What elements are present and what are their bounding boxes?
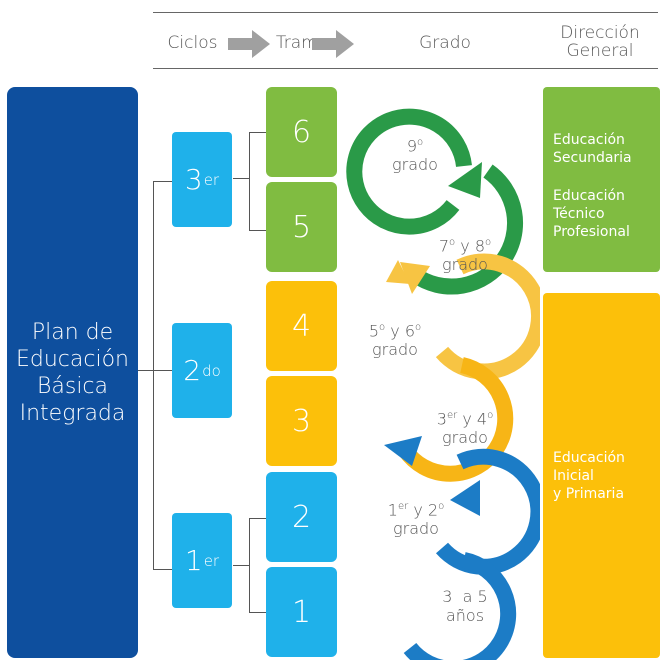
grado-78-mid: y 8 (455, 236, 485, 256)
grado-12-b: grado (393, 519, 439, 539)
connector-plan-ciclos (153, 181, 172, 570)
tecnico-line2: Técnico (553, 206, 605, 222)
connector-ciclo1-stub (233, 565, 249, 566)
header-ciclos: Ciclos (167, 33, 218, 53)
arrow-35-path (403, 552, 517, 660)
tramo-6: 6 (266, 87, 337, 177)
grado-9-a: 9 (406, 136, 418, 156)
secundaria-line1: Educación (553, 132, 625, 148)
grado-35-b: años (445, 606, 485, 625)
inicial-line1: Educación (553, 450, 625, 466)
header-direccion-line2: General (566, 41, 634, 61)
direccion-secundaria-box: Educación Secundaria Educación Técnico P… (543, 87, 660, 272)
grado-56-a-sup: o (379, 322, 386, 333)
ciclo-3-sup: er (203, 170, 220, 189)
grado-12-b-sup: o (438, 501, 445, 512)
grado-9-b: grado (392, 155, 438, 175)
ciclo-2-num: 2 (183, 354, 202, 387)
ciclo-1-sup: er (203, 551, 220, 570)
grado-78-label: 7o y 8o grado (425, 233, 505, 274)
tecnico-line3: Profesional (553, 224, 630, 240)
tramo-3: 3 (266, 376, 337, 466)
arrowhead-9-icon (448, 162, 482, 198)
tecnico-line1: Educación (553, 188, 625, 204)
grado-9-a-sup: o (417, 137, 424, 148)
grado-35-label: 3 a 5 años (425, 587, 505, 625)
plan-label: Plan de Educación Básica Integrada (16, 319, 129, 427)
secundaria-line2: Secundaria (553, 150, 632, 166)
grado-34-b: grado (442, 428, 488, 448)
grado-56-b-sup: o (415, 322, 422, 333)
header-direccion-line1: Dirección (560, 23, 640, 43)
connector-ciclo3-stub (233, 178, 249, 179)
plan-line4: Integrada (19, 400, 126, 426)
ciclo-3-num: 3 (184, 163, 203, 196)
arrowhead-34-icon (384, 436, 422, 466)
inicial-line2: Inicial (553, 468, 594, 484)
tramo-5: 5 (266, 182, 337, 272)
secundaria-text: Educación Secundaria (553, 131, 632, 167)
grado-12-a-sup: er (397, 501, 409, 512)
tramo-4: 4 (266, 281, 337, 371)
header-bottom-line (153, 68, 658, 69)
arrowhead-78-icon (400, 262, 430, 294)
grado-78-a-sup: o (449, 237, 456, 248)
header-arrow-1-icon (228, 30, 270, 58)
grado-78-b: grado (442, 255, 488, 275)
grado-56-a: 5 (368, 321, 380, 341)
arrow-34-path (398, 357, 514, 482)
arrow-9-path (346, 108, 472, 235)
tramo-1: 1 (266, 567, 337, 657)
grado-9-label: 9o grado (380, 133, 450, 174)
ciclo-2-sup: do (202, 361, 221, 380)
plan-line3: Básica (36, 373, 109, 399)
grado-34-a: 3 (436, 409, 447, 429)
grado-56-b: grado (372, 340, 418, 360)
grado-34-label: 3er y 4o grado (425, 406, 505, 447)
grado-12-label: 1er y 2o grado (376, 497, 456, 538)
grado-35-a: 3 a 5 (442, 587, 488, 606)
grado-78-a: 7 (438, 236, 450, 256)
arrowhead-12-icon (450, 480, 480, 516)
connector-ciclo2-stub (154, 370, 172, 371)
connector-plan-stub (138, 370, 154, 371)
header-direccion: Dirección General (540, 24, 660, 60)
header-arrow-2-icon (312, 30, 354, 58)
grado-56-mid: y 6 (385, 321, 415, 341)
grado-34-a-sup: er (446, 410, 458, 421)
grado-78-b-sup: o (485, 237, 492, 248)
connector-ciclo1-tramos (249, 518, 267, 613)
header-top-line (153, 12, 658, 13)
inicial-text: Educación Inicial y Primaria (553, 449, 625, 503)
arrowhead-56-icon (386, 260, 410, 284)
grado-12-mid: y 2 (408, 500, 439, 520)
plan-box: Plan de Educación Básica Integrada (7, 87, 138, 658)
grado-34-mid: y 4 (457, 409, 488, 429)
direccion-inicial-box: Educación Inicial y Primaria (543, 293, 660, 658)
ciclo-1-num: 1 (184, 544, 203, 577)
grado-56-label: 5o y 6o grado (355, 318, 435, 359)
grado-34-b-sup: o (487, 410, 494, 421)
grado-arrows (346, 108, 540, 660)
plan-line1: Plan de (31, 319, 114, 345)
tramo-2: 2 (266, 472, 337, 562)
connector-ciclo3-tramos (249, 132, 267, 231)
grado-12-a: 1 (387, 500, 398, 520)
tecnico-text: Educación Técnico Profesional (553, 187, 630, 241)
inicial-line3: y Primaria (553, 486, 625, 502)
plan-line2: Educación (16, 346, 129, 372)
header-grado: Grado (419, 33, 471, 53)
